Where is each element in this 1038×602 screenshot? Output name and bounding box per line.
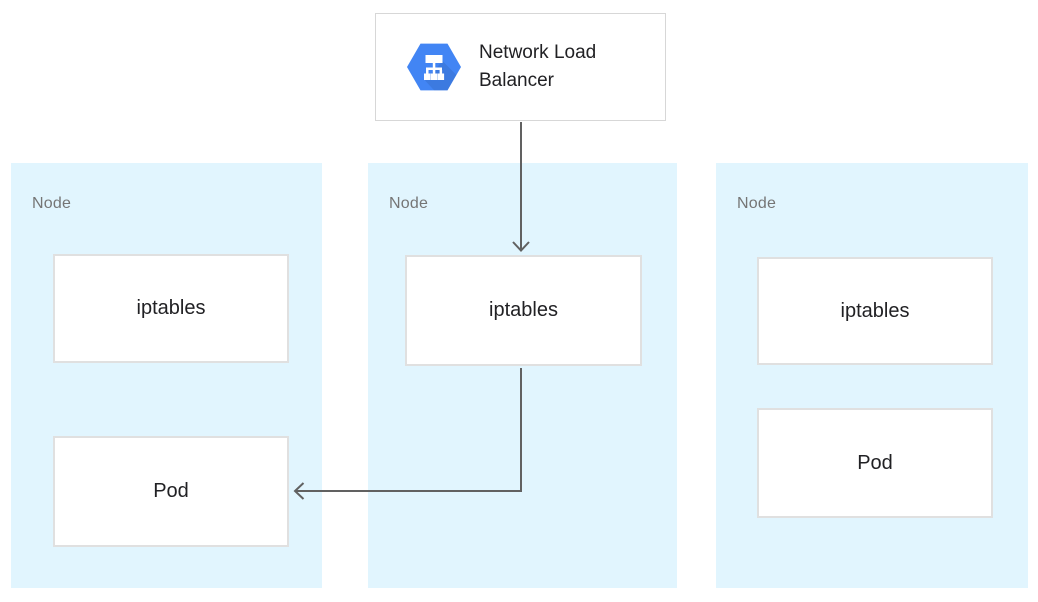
network-load-balancer-icon: [407, 43, 461, 91]
node-middle: Node iptables: [368, 163, 677, 588]
left-iptables-label: iptables: [136, 297, 206, 319]
node-left: Node iptables Pod: [11, 163, 322, 588]
node-right: Node iptables Pod: [716, 163, 1028, 588]
node-left-label: Node: [32, 195, 72, 212]
right-pod-box: Pod: [757, 408, 993, 518]
network-load-balancer-label: Network Load Balancer: [479, 42, 597, 91]
node-middle-label: Node: [389, 195, 429, 212]
left-pod-label: Pod: [153, 480, 189, 502]
right-iptables-label: iptables: [840, 299, 910, 322]
middle-iptables-label: iptables: [489, 299, 558, 321]
network-load-balancer-box: Network Load Balancer: [375, 13, 666, 121]
right-iptables-box: iptables: [757, 257, 993, 365]
left-pod-box: Pod: [53, 436, 289, 547]
node-right-label: Node: [737, 195, 777, 212]
left-iptables-box: iptables: [53, 254, 289, 363]
right-pod-label: Pod: [857, 451, 893, 474]
middle-iptables-box: iptables: [405, 255, 642, 366]
